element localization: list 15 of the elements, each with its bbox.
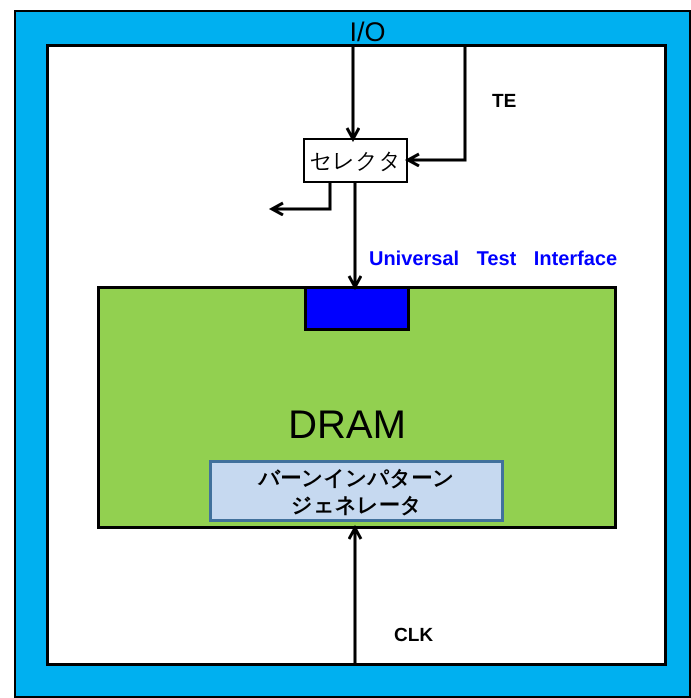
arrow bbox=[270, 182, 332, 216]
arrow bbox=[348, 182, 362, 288]
arrow bbox=[348, 526, 362, 663]
arrow bbox=[406, 47, 466, 168]
arrow bbox=[346, 47, 360, 140]
pattern-generator-box bbox=[209, 460, 504, 522]
dram-label: DRAM bbox=[287, 402, 407, 448]
package-frame bbox=[14, 10, 691, 698]
dram-block bbox=[97, 286, 617, 529]
selector-label: セレクタ bbox=[308, 147, 402, 175]
interface-block bbox=[304, 286, 410, 331]
io-label: I/O bbox=[348, 17, 386, 47]
generator-label: バーンインパターンジェネレータ bbox=[256, 466, 456, 519]
interface-label: Universal Test Interface bbox=[369, 248, 618, 271]
selector-box bbox=[303, 138, 408, 183]
